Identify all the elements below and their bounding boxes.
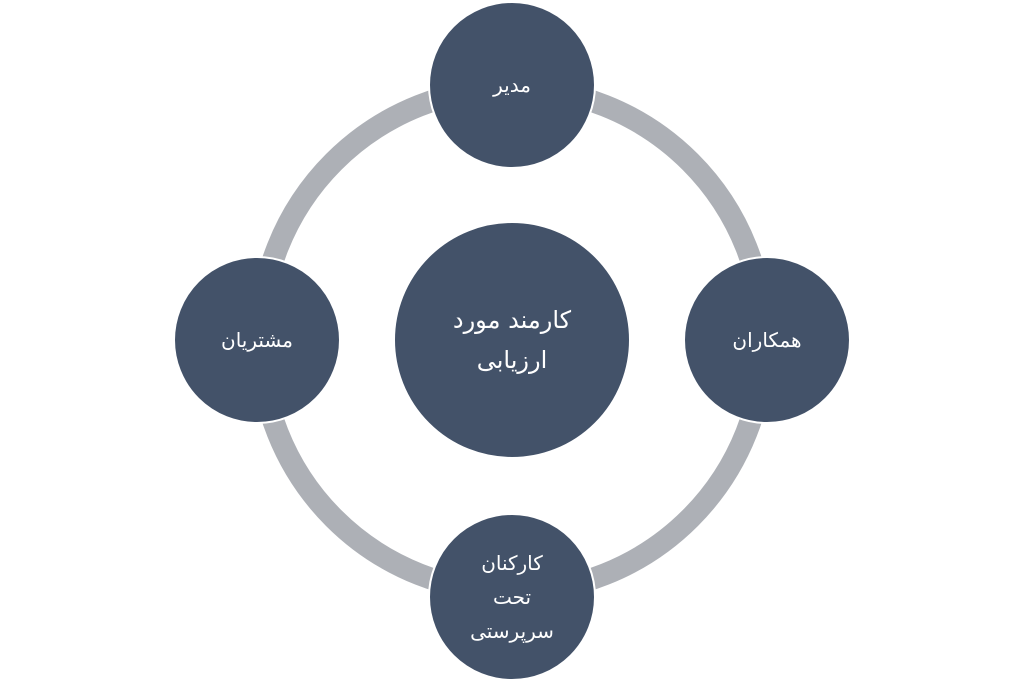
center-node-evaluated-employee: کارمند مورد ارزیابی — [393, 221, 631, 459]
node-customers: مشتریان — [173, 256, 341, 424]
node-colleagues: همکاران — [683, 256, 851, 424]
node-subordinates: کارکنان تحت سرپرستی — [428, 513, 596, 681]
node-manager-label: مدیر — [493, 73, 531, 97]
center-node-label: کارمند مورد ارزیابی — [452, 306, 572, 374]
node-subordinates-label: کارکنان تحت سرپرستی — [470, 551, 554, 643]
node-manager: مدیر — [428, 1, 596, 169]
node-customers-label: مشتریان — [221, 328, 293, 352]
node-colleagues-label: همکاران — [732, 328, 802, 352]
